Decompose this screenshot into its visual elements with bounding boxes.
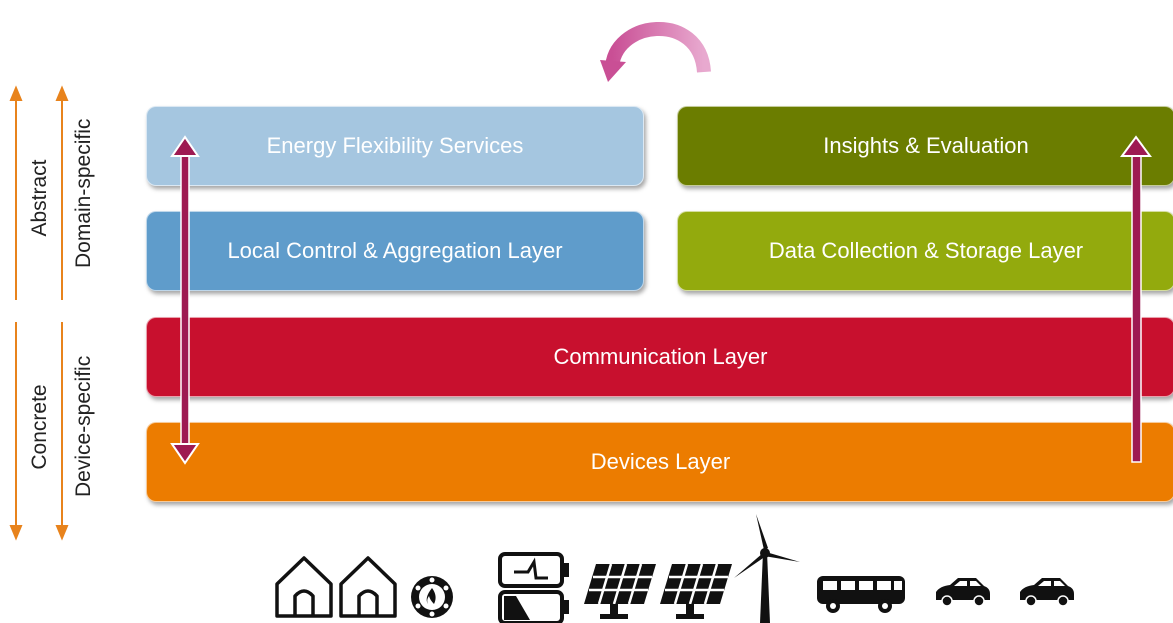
battery-charge-icon xyxy=(498,552,569,588)
solar-panel-icon xyxy=(584,563,656,619)
house-icon xyxy=(339,556,397,618)
devices-layer: Devices Layer xyxy=(146,422,1173,502)
cycle-arrow xyxy=(600,21,711,82)
devices-layer-label: Devices Layer xyxy=(590,449,731,474)
insights-evaluation-label: Insights & Evaluation xyxy=(823,133,1029,158)
bus-icon xyxy=(817,576,905,613)
communication-layer-label: Communication Layer xyxy=(553,344,768,369)
local-control-aggregation-layer: Local Control & Aggregation Layer xyxy=(146,211,644,291)
car-icon xyxy=(936,578,990,607)
right-upward-arrow xyxy=(1120,135,1152,463)
communication-layer: Communication Layer xyxy=(146,317,1173,397)
abstract-concrete-axis-arrow xyxy=(9,85,23,541)
local-control-aggregation-label: Local Control & Aggregation Layer xyxy=(227,238,563,263)
insights-evaluation-layer: Insights & Evaluation xyxy=(677,106,1173,186)
data-collection-storage-layer: Data Collection & Storage Layer xyxy=(677,211,1173,291)
energy-flexibility-services-layer: Energy Flexibility Services xyxy=(146,106,644,186)
heat-pump-icon xyxy=(411,576,453,618)
domain-device-axis-arrow xyxy=(55,85,69,541)
left-bidirectional-arrow xyxy=(170,135,200,465)
solar-panel-icon xyxy=(660,563,732,619)
car-icon xyxy=(1020,578,1074,607)
wind-turbine-icon xyxy=(734,514,800,623)
energy-flexibility-services-label: Energy Flexibility Services xyxy=(266,133,524,158)
house-icon xyxy=(275,556,333,618)
battery-low-icon xyxy=(498,590,569,623)
data-collection-storage-label: Data Collection & Storage Layer xyxy=(768,238,1084,263)
